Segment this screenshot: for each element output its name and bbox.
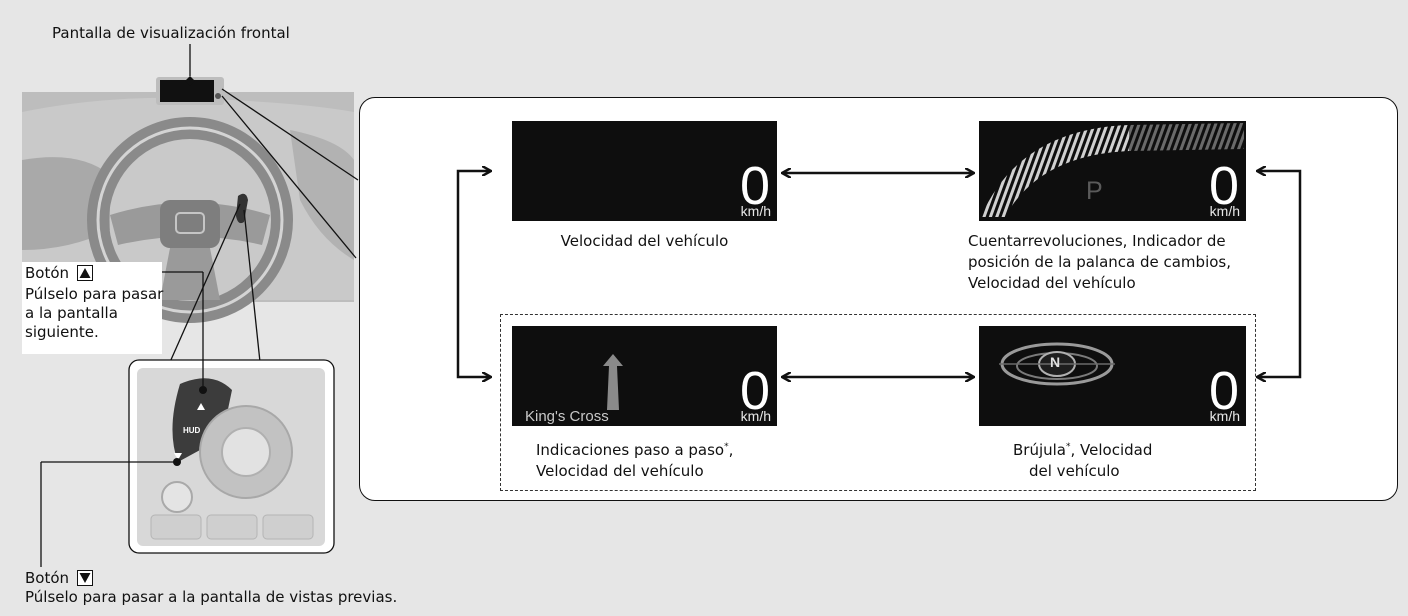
caption-turn-by-turn: Indicaciones paso a paso*, Velocidad del… [536,441,734,480]
compass-icon [999,342,1115,386]
hud-switch-label: HUD [183,426,201,435]
down-button-desc: Púlselo para pasar a la pantalla de vist… [25,588,398,606]
direction-arrow-icon [603,354,623,410]
speed-unit: km/h [740,408,771,424]
hud-screen-speed: 0 km/h [512,121,777,221]
caption-speed: Velocidad del vehículo [560,232,729,250]
optional-modes-group [500,314,1256,491]
speed-unit: km/h [1209,203,1240,219]
speed-value: 0 [739,361,770,421]
up-button-title: Botón [25,264,93,283]
compass-letter: N [1050,354,1061,370]
hud-screen-tachometer: P 0 km/h [979,121,1246,221]
speed-value: 0 [739,156,770,216]
caption-tachometer: Cuentarrevoluciones, Indicador de posici… [968,232,1231,292]
gear-position: P [1086,177,1103,205]
triangle-up-icon [76,265,93,281]
tachometer-arc [981,123,1244,217]
street-name: King's Cross [525,408,609,425]
speed-value: 0 [1208,361,1239,421]
hud-screen-turn-by-turn: King's Cross 0 km/h [512,326,777,426]
speed-unit: km/h [1209,408,1240,424]
down-button-title: Botón [25,569,93,588]
speed-value: 0 [1208,156,1239,216]
speed-unit: km/h [740,203,771,219]
hud-label: Pantalla de visualización frontal [52,24,290,42]
hud-screen-compass: N 0 km/h [979,326,1246,426]
up-button-desc: Púlselo para pasar a la pantalla siguien… [25,285,164,341]
triangle-down-icon [76,570,93,586]
caption-compass: Brújula*, Velocidad del vehículo [1013,441,1153,480]
